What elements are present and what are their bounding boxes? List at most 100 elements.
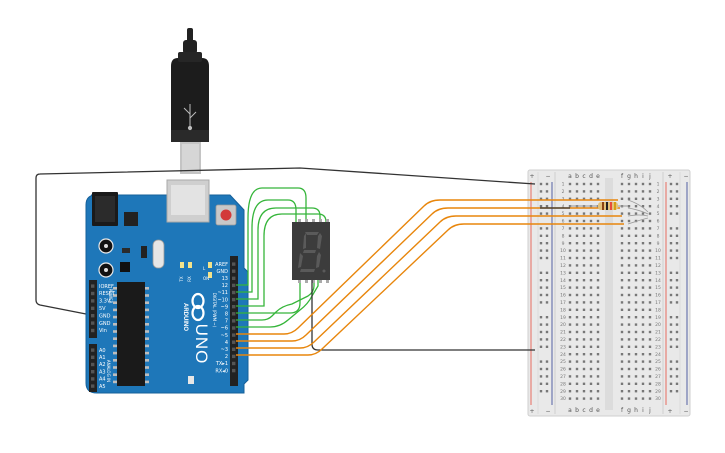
breadboard-hole[interactable]: [575, 227, 579, 230]
header-pin[interactable]: [91, 306, 95, 310]
breadboard-hole[interactable]: [582, 256, 586, 260]
rail-hole[interactable]: [675, 286, 679, 289]
breadboard-hole[interactable]: [568, 190, 572, 193]
header-pin[interactable]: [232, 347, 236, 351]
breadboard-hole[interactable]: [641, 397, 645, 400]
breadboard-hole[interactable]: [641, 286, 645, 289]
breadboard-hole[interactable]: [620, 345, 624, 348]
breadboard-hole[interactable]: [575, 390, 579, 393]
breadboard-hole[interactable]: [648, 397, 652, 400]
breadboard-hole[interactable]: [634, 316, 638, 319]
wire-pin4[interactable]: [236, 215, 622, 349]
rail-hole[interactable]: [669, 205, 673, 208]
breadboard-hole[interactable]: [596, 390, 600, 393]
resistor[interactable]: [570, 202, 628, 210]
breadboard-hole[interactable]: [582, 219, 586, 223]
rail-hole[interactable]: [669, 234, 673, 237]
rail-hole[interactable]: [669, 367, 673, 371]
rail-hole[interactable]: [545, 301, 549, 304]
breadboard-hole[interactable]: [634, 308, 638, 311]
breadboard-hole[interactable]: [568, 242, 572, 245]
breadboard-hole[interactable]: [634, 367, 638, 371]
breadboard-hole[interactable]: [568, 382, 572, 385]
breadboard-hole[interactable]: [634, 323, 638, 326]
breadboard-hole[interactable]: [634, 256, 638, 260]
breadboard-hole[interactable]: [582, 397, 586, 400]
wire-pin8[interactable]: [236, 280, 315, 321]
breadboard-hole[interactable]: [589, 390, 593, 393]
breadboard-hole[interactable]: [641, 190, 645, 193]
breadboard-hole[interactable]: [641, 182, 645, 186]
breadboard-hole[interactable]: [641, 338, 645, 341]
breadboard-hole[interactable]: [582, 323, 586, 326]
breadboard-hole[interactable]: [627, 330, 631, 334]
breadboard-hole[interactable]: [596, 279, 600, 282]
breadboard-hole[interactable]: [620, 367, 624, 371]
breadboard-hole[interactable]: [620, 353, 624, 356]
breadboard-hole[interactable]: [575, 182, 579, 186]
header-pin[interactable]: [232, 368, 236, 373]
breadboard-hole[interactable]: [582, 234, 586, 237]
breadboard-hole[interactable]: [648, 390, 652, 393]
breadboard-hole[interactable]: [575, 367, 579, 371]
breadboard-hole[interactable]: [596, 345, 600, 348]
wire-pin3[interactable]: [236, 223, 624, 356]
breadboard-hole[interactable]: [582, 264, 586, 267]
breadboard-hole[interactable]: [596, 212, 600, 215]
breadboard-hole[interactable]: [627, 353, 631, 356]
breadboard-hole[interactable]: [634, 264, 638, 267]
header-pin[interactable]: [91, 314, 95, 318]
wire-pin5[interactable]: [236, 207, 620, 342]
breadboard-hole[interactable]: [575, 242, 579, 245]
rail-hole[interactable]: [675, 256, 679, 260]
breadboard-hole[interactable]: [634, 382, 638, 385]
breadboard-hole[interactable]: [568, 375, 572, 378]
breadboard-hole[interactable]: [648, 279, 652, 282]
breadboard-hole[interactable]: [634, 360, 638, 363]
breadboard-hole[interactable]: [620, 227, 624, 230]
breadboard-hole[interactable]: [627, 308, 631, 311]
breadboard-hole[interactable]: [596, 353, 600, 356]
rail-hole[interactable]: [545, 338, 549, 341]
breadboard-hole[interactable]: [620, 301, 624, 304]
rail-hole[interactable]: [669, 375, 673, 378]
breadboard-hole[interactable]: [641, 360, 645, 363]
breadboard-hole[interactable]: [641, 271, 645, 274]
breadboard-hole[interactable]: [648, 301, 652, 304]
rail-hole[interactable]: [545, 345, 549, 348]
breadboard-hole[interactable]: [627, 197, 631, 200]
rail-hole[interactable]: [669, 197, 673, 200]
breadboard-hole[interactable]: [634, 227, 638, 230]
header-pin[interactable]: [91, 377, 95, 381]
header-pin[interactable]: [91, 370, 95, 374]
rail-hole[interactable]: [675, 301, 679, 304]
wire-pin6[interactable]: [236, 199, 618, 335]
breadboard-hole[interactable]: [641, 323, 645, 326]
breadboard-hole[interactable]: [627, 249, 631, 252]
rail-hole[interactable]: [675, 367, 679, 371]
rail-hole[interactable]: [545, 212, 549, 215]
rail-hole[interactable]: [539, 375, 543, 378]
breadboard-hole[interactable]: [641, 308, 645, 311]
rail-hole[interactable]: [675, 182, 679, 186]
rail-hole[interactable]: [675, 293, 679, 297]
seven-segment-display[interactable]: 8: [292, 219, 330, 283]
breadboard-hole[interactable]: [582, 227, 586, 230]
breadboard-hole[interactable]: [589, 316, 593, 319]
rail-hole[interactable]: [675, 279, 679, 282]
breadboard-hole[interactable]: [575, 338, 579, 341]
breadboard-hole[interactable]: [568, 227, 572, 230]
rail-hole[interactable]: [675, 382, 679, 385]
breadboard-hole[interactable]: [648, 219, 652, 223]
breadboard-hole[interactable]: [575, 264, 579, 267]
rail-hole[interactable]: [669, 182, 673, 186]
rail-hole[interactable]: [539, 197, 543, 200]
breadboard-hole[interactable]: [568, 330, 572, 334]
breadboard-hole[interactable]: [627, 382, 631, 385]
breadboard-hole[interactable]: [648, 345, 652, 348]
breadboard-hole[interactable]: [589, 286, 593, 289]
breadboard-hole[interactable]: [589, 382, 593, 385]
rail-hole[interactable]: [545, 286, 549, 289]
breadboard-hole[interactable]: [641, 279, 645, 282]
breadboard-hole[interactable]: [627, 212, 631, 215]
